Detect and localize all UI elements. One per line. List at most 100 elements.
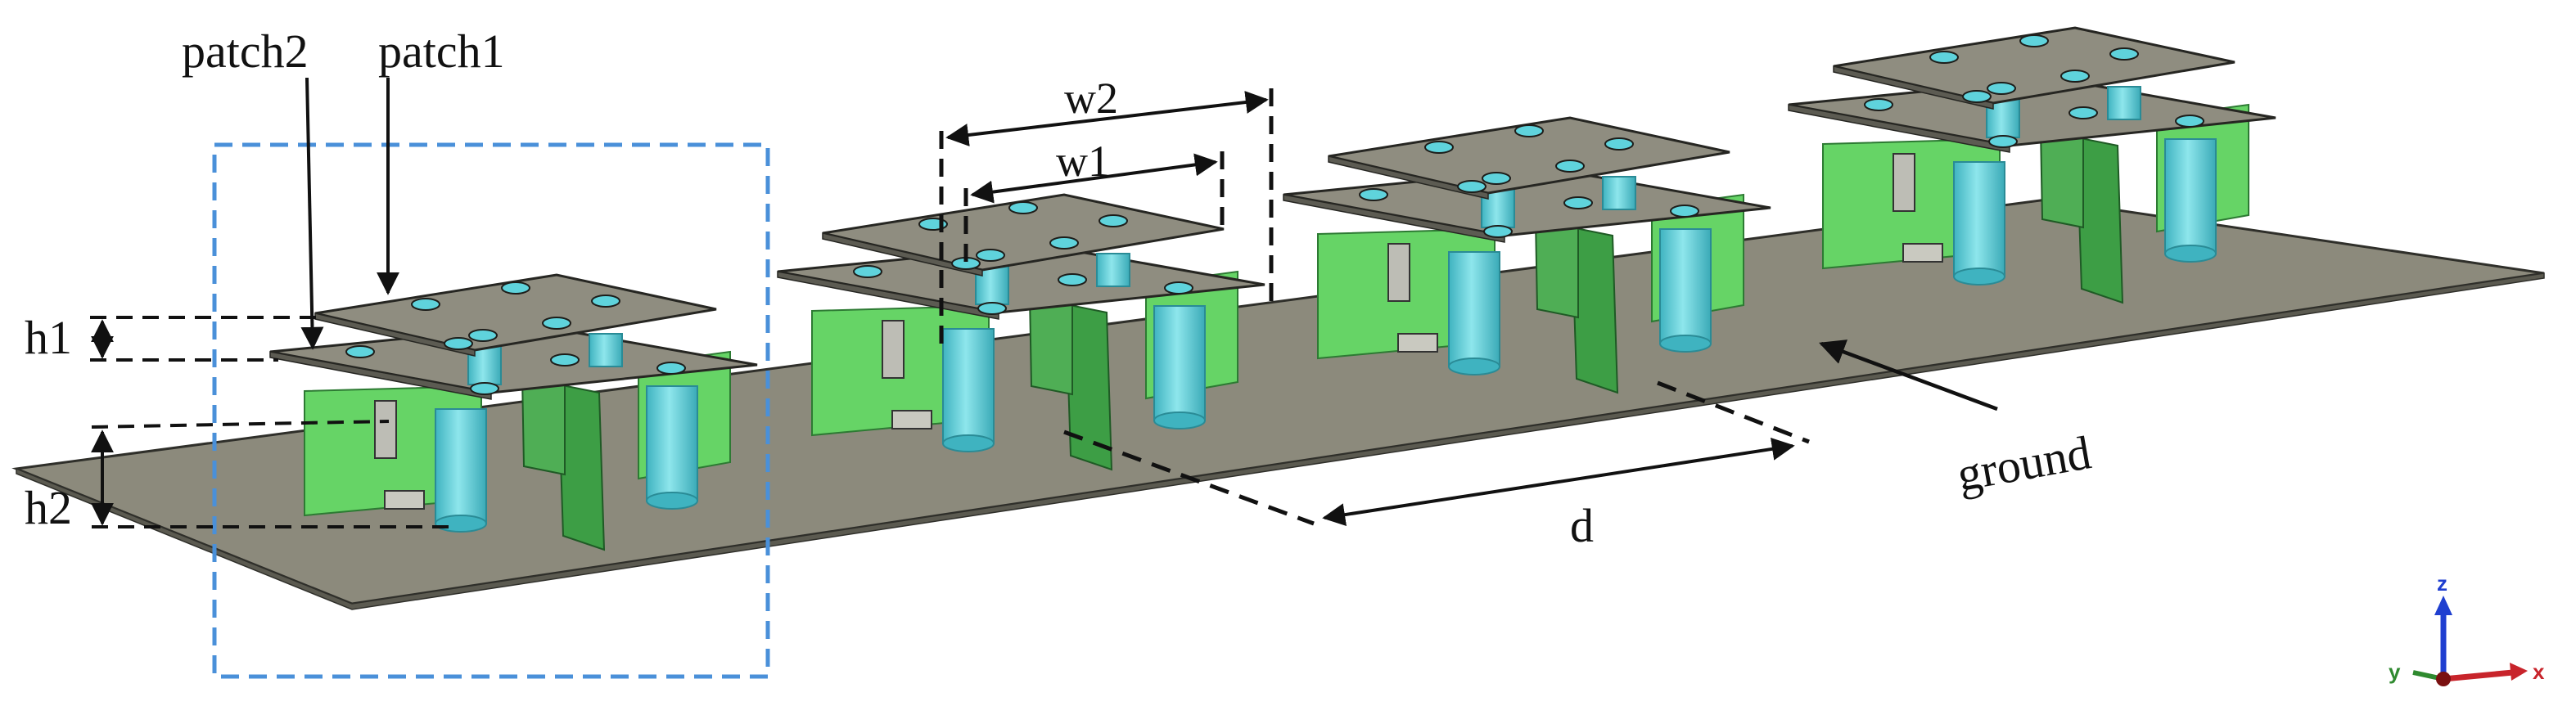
inter-pillar <box>589 333 623 367</box>
support-pillar <box>1448 251 1500 367</box>
z-axis-label: z <box>2437 571 2447 596</box>
patch-hole <box>1049 236 1079 250</box>
patch-hole <box>1008 201 1038 214</box>
patch-hole <box>2060 70 2090 83</box>
support-pillar <box>2164 138 2217 254</box>
h1-label: h1 <box>25 311 72 364</box>
pillar-base <box>1153 411 1206 429</box>
patch-hole <box>1058 273 1087 286</box>
w2-label: w2 <box>1064 74 1118 123</box>
patch-hole <box>501 281 530 295</box>
inter-pillar <box>1602 176 1636 210</box>
patch-hole <box>591 295 620 308</box>
patch-hole <box>1483 225 1513 238</box>
patch-hole <box>1864 98 1893 111</box>
x-axis-arrowhead <box>2510 663 2528 681</box>
patch-hole <box>1099 214 1128 227</box>
patch-hole <box>1514 124 1544 137</box>
support-pillar <box>1953 161 2005 277</box>
ground-label: ground <box>1953 425 2095 501</box>
support-pillar <box>646 385 698 501</box>
w1-dimension-arrow <box>970 153 1218 204</box>
connector <box>1902 243 1943 263</box>
patch-hole <box>1929 51 1959 64</box>
pillar-base <box>646 492 698 510</box>
support-pillar <box>435 408 487 524</box>
h2-label: h2 <box>25 481 72 534</box>
pillar-base <box>2164 245 2217 263</box>
patch-hole <box>444 337 473 350</box>
patch2-edge <box>269 351 492 400</box>
patch1-edge <box>1328 155 1489 200</box>
patch-hole <box>853 265 882 278</box>
pillar-base <box>435 515 487 533</box>
pillar-base <box>1953 268 2005 286</box>
inter-pillar <box>2107 86 2141 120</box>
axis-triad: z y x <box>2389 571 2545 686</box>
x-axis-line <box>2443 669 2514 682</box>
ground-plane-edge <box>16 272 2545 610</box>
patch-hole <box>1670 205 1699 218</box>
vane-front <box>1570 226 1619 394</box>
patch-hole <box>468 329 498 342</box>
patch-hole <box>1555 160 1585 173</box>
vane-back <box>2039 128 2084 229</box>
patch-hole <box>2019 34 2049 47</box>
support-pillar <box>1659 228 1712 344</box>
patch-hole <box>1604 137 1634 151</box>
patch-hole <box>1164 281 1193 295</box>
patch-hole <box>550 353 580 366</box>
vane-front <box>2075 136 2124 304</box>
patch-hole <box>470 382 499 395</box>
connector <box>1397 333 1438 353</box>
patch2-edge <box>1283 194 1505 243</box>
w2-dimension-arrow <box>945 91 1269 146</box>
patch-hole <box>1987 82 2016 95</box>
ground-arrow <box>1819 340 1998 411</box>
vane-back <box>1028 295 1073 396</box>
patch-hole <box>2175 115 2204 128</box>
patch-hole <box>977 302 1007 315</box>
antenna-element-3 <box>1283 116 1771 394</box>
support-pillar <box>942 328 995 444</box>
pillar-base <box>1659 335 1712 353</box>
feed-strip <box>1893 153 1915 212</box>
antenna-element-4 <box>1788 26 2276 304</box>
feed-strip <box>374 400 397 459</box>
support-pillar <box>1153 305 1206 421</box>
z-axis-arrowhead <box>2434 596 2452 615</box>
vane-front <box>557 383 606 551</box>
vane-front <box>1064 303 1113 471</box>
x-axis-label: x <box>2533 659 2545 684</box>
h2-ref-line-top <box>91 420 390 429</box>
d-ref-line-right <box>1657 380 1810 444</box>
patch-hole <box>2109 47 2139 61</box>
patch-hole <box>1457 180 1487 193</box>
vane-back <box>521 375 566 476</box>
patch1-edge <box>1833 65 1994 110</box>
connector <box>384 490 425 510</box>
patch2-edge <box>1788 104 2010 153</box>
inter-pillar <box>1096 253 1130 287</box>
d-label: d <box>1570 499 1594 552</box>
d-ref-line-left <box>1063 429 1315 526</box>
patch1-edge <box>822 232 983 277</box>
vane-back <box>1534 218 1579 319</box>
y-axis-label: y <box>2389 659 2401 684</box>
triad-origin <box>2436 672 2451 686</box>
antenna-element-1 <box>269 273 758 551</box>
unit-cell-selection-box <box>212 142 770 679</box>
pillar-base <box>942 434 995 452</box>
w1-label: w1 <box>1056 137 1110 186</box>
antenna-element-2 <box>777 193 1265 471</box>
connector <box>891 410 932 429</box>
patch-hole <box>542 317 571 330</box>
patch-hole <box>656 362 686 375</box>
pillar-base <box>1448 358 1500 375</box>
patch-hole <box>1962 90 1992 103</box>
patch-hole <box>2068 106 2098 119</box>
patch-hole <box>345 345 375 358</box>
patch-hole <box>411 298 440 311</box>
feed-strip <box>882 320 905 379</box>
